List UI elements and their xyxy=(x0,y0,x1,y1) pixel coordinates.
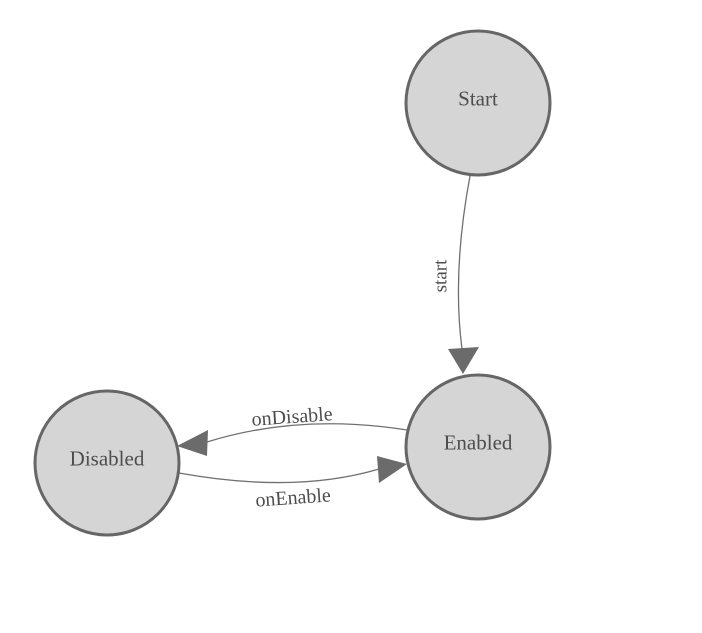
state-circle xyxy=(404,373,552,521)
edge-label: onEnable xyxy=(255,484,332,511)
edge-label: onDisable xyxy=(251,403,334,431)
state-circle xyxy=(404,29,552,177)
state-circle xyxy=(33,389,181,537)
state-label: Start xyxy=(458,86,498,110)
edge-line xyxy=(457,175,471,350)
edge-enabled-to-disabled: onDisable xyxy=(177,403,408,456)
edge-start-to-enabled: start xyxy=(431,175,479,374)
edge-label: start xyxy=(431,259,452,292)
state-label: Enabled xyxy=(444,430,513,454)
arrowhead xyxy=(448,347,479,374)
state-label: Disabled xyxy=(70,446,145,470)
node-start: Start xyxy=(404,29,552,177)
arrowhead xyxy=(377,456,407,483)
edge-disabled-to-enabled: onEnable xyxy=(178,456,407,512)
edge-line xyxy=(178,468,380,484)
arrowhead xyxy=(177,430,208,456)
edge-line xyxy=(206,423,408,443)
node-disabled: Disabled xyxy=(33,389,181,537)
node-enabled: Enabled xyxy=(404,373,552,521)
